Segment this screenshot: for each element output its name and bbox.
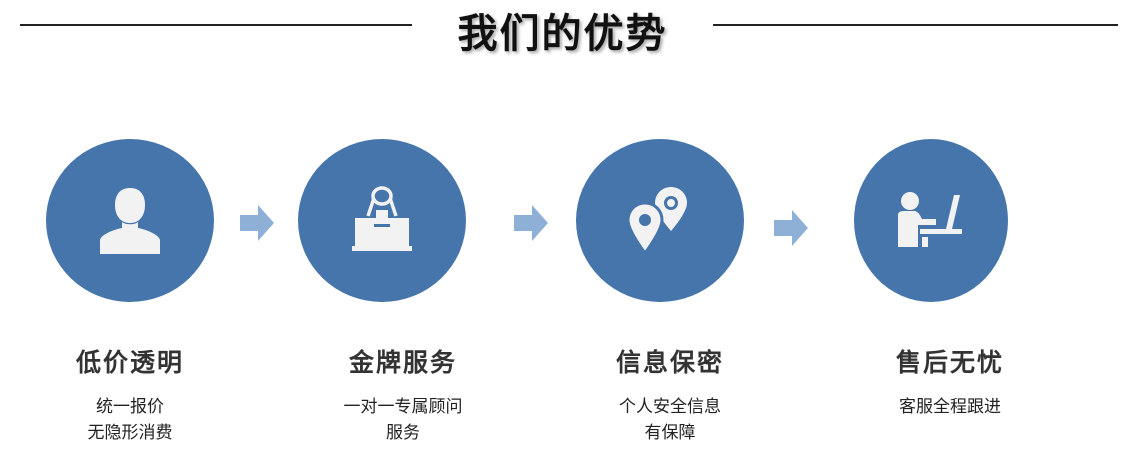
advantage-desc-4: 客服全程跟进 — [850, 394, 1050, 420]
advantage-desc-line: 服务 — [386, 423, 420, 443]
person-at-laptop-icon — [898, 191, 962, 247]
advantage-circle-2 — [298, 139, 466, 302]
advantage-desc-line: 统一报价 — [96, 397, 164, 417]
advantage-desc-line: 个人安全信息 — [619, 397, 721, 417]
advantage-title-3: 信息保密 — [615, 348, 724, 377]
advantage-desc-2: 一对一专属顾问 服务 — [303, 394, 503, 446]
arrow-icon — [514, 205, 548, 241]
location-pins-icon — [626, 186, 687, 255]
binder-clip-icon — [352, 185, 412, 251]
advantage-title-2: 金牌服务 — [348, 348, 457, 377]
advantage-desc-line: 一对一专属顾问 — [343, 397, 463, 417]
advantage-circle-4 — [854, 139, 1008, 302]
title-divider-right — [713, 24, 1118, 26]
advantage-circle-1 — [46, 139, 214, 302]
advantage-title-1: 低价透明 — [75, 348, 184, 377]
arrow-icon — [774, 210, 808, 246]
title-divider-left — [20, 24, 412, 26]
advantage-desc-line: 有保障 — [644, 423, 696, 443]
page-title: 我们的优势 — [457, 10, 668, 57]
advantage-desc-line: 无隐形消费 — [87, 423, 173, 443]
advantage-desc-line: 客服全程跟进 — [899, 397, 1001, 417]
advantage-circle-3 — [576, 139, 744, 302]
advantage-desc-1: 统一报价 无隐形消费 — [30, 394, 230, 446]
advantage-title-4: 售后无忧 — [895, 348, 1004, 377]
arrow-icon — [240, 205, 274, 241]
person-icon — [100, 187, 160, 254]
advantage-desc-3: 个人安全信息 有保障 — [570, 394, 770, 446]
